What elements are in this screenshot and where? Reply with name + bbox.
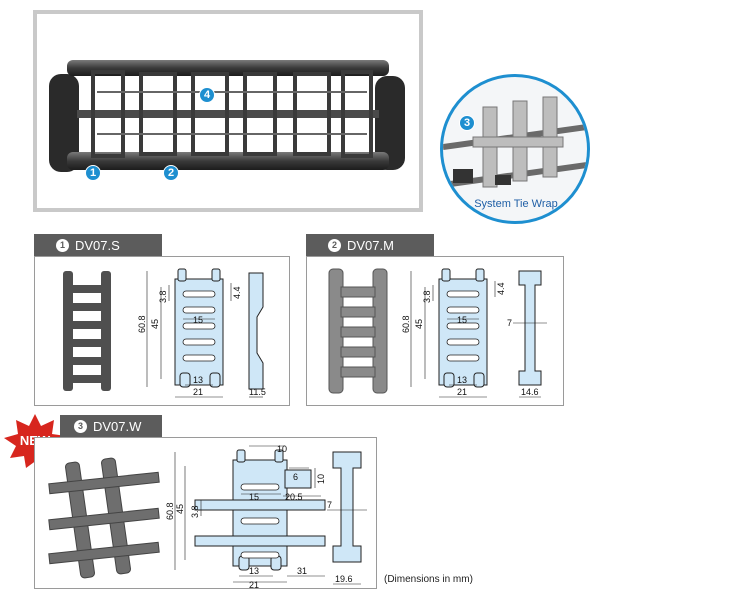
dim-bar: 15: [193, 315, 203, 325]
callout-2: 2: [163, 165, 179, 181]
section-tab-dv07m: 2 DV07.M: [306, 234, 434, 256]
dim-side: 31: [297, 566, 307, 576]
dim-tab-height: 10: [316, 474, 326, 484]
dim-inner-width: 13: [193, 375, 203, 385]
dim-offset: 3.8: [190, 505, 200, 518]
dim-tab-width: 6: [293, 472, 298, 482]
dim-height-total: 60.8: [137, 315, 147, 333]
section-number: 3: [74, 419, 87, 433]
dv07s-drawing: 60.8 45 3.8 4.4 15 13 21 11.5: [63, 268, 266, 398]
dim-outer-width: 21: [249, 580, 259, 590]
panel-dv07s: 60.8 45 3.8 4.4 15 13 21 11.5: [34, 256, 290, 406]
dim-top: 10: [277, 444, 287, 454]
panel-dv07m: 60.8 45 3.8 4.4 15 7 13 21 14.6: [306, 256, 564, 406]
tie-wrap-illustration: [443, 96, 587, 188]
section-title: DV07.M: [347, 237, 394, 253]
callout-4: 4: [199, 87, 215, 103]
section-tab-dv07s: 1 DV07.S: [34, 234, 162, 256]
dim-web: 7: [327, 500, 332, 510]
section-number: 2: [328, 238, 341, 252]
dim-side-width: 19.6: [335, 574, 353, 584]
dim-web: 7: [507, 318, 512, 328]
cable-carrier-illustration: [49, 60, 405, 172]
dimensions-footnote: (Dimensions in mm): [384, 574, 473, 585]
dim-height-inner: 45: [150, 319, 160, 329]
tie-wrap-inset: 3: [440, 74, 590, 224]
inset-label: System Tie Wrap: [474, 198, 558, 210]
callout-1: 1: [85, 165, 101, 181]
dv07m-drawing: 60.8 45 3.8 4.4 15 7 13 21 14.6: [328, 268, 547, 398]
dim-height-total: 60.8: [165, 502, 175, 520]
dim-top-offset: 3.8: [158, 290, 168, 303]
section-title: DV07.S: [75, 237, 120, 253]
dim-side-width: 14.6: [521, 387, 539, 397]
panel-dv07w: 10 6 10 60.8 45 15 20.5 3.8 13 21 31 7 1…: [34, 437, 377, 590]
section-title: DV07.W: [93, 418, 142, 434]
dim-bar: 15: [249, 492, 259, 502]
dim-height-total: 60.8: [401, 315, 411, 333]
section-number: 1: [56, 238, 69, 252]
dim-outer-width: 21: [193, 387, 203, 397]
dim-arm: 20.5: [285, 492, 303, 502]
dim-height-inner: 45: [175, 504, 185, 514]
dim-top-right: 4.4: [232, 286, 242, 299]
dim-inner-width: 13: [457, 375, 467, 385]
dim-inner-width: 13: [249, 566, 259, 576]
dim-top-offset: 3.8: [422, 290, 432, 303]
dv07w-drawing: 10 6 10 60.8 45 15 20.5 3.8 13 21 31 7 1…: [48, 444, 367, 590]
section-tab-dv07w: 3 DV07.W: [60, 415, 162, 437]
hero-image-frame: 1 2 4: [33, 10, 423, 212]
dim-top-right: 4.4: [496, 282, 506, 295]
dim-height-inner: 45: [414, 319, 424, 329]
dim-side-width: 11.5: [249, 387, 266, 397]
dim-bar: 15: [457, 315, 467, 325]
callout-3: 3: [459, 115, 475, 131]
dim-outer-width: 21: [457, 387, 467, 397]
